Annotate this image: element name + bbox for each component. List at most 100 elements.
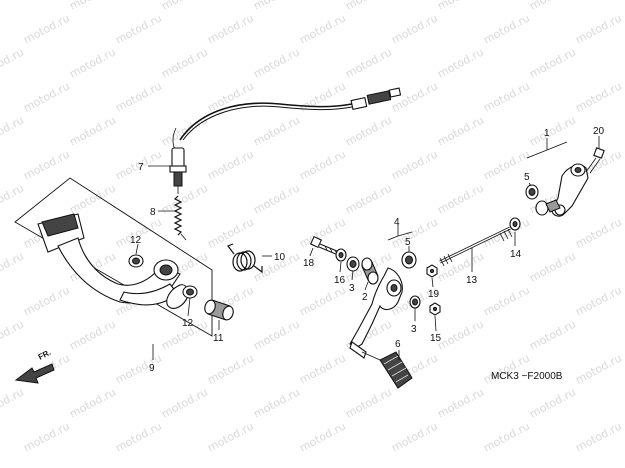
watermark-text: motod.ru [113,419,164,454]
callout-8: 8 [150,207,156,218]
watermark-text: motod.ru [251,45,302,80]
watermark-text: motod.ru [21,11,72,46]
return-spring-10 [227,243,263,274]
watermark-text: motod.ru [435,0,486,13]
nut-19 [426,264,438,278]
watermark-text: motod.ru [343,113,394,148]
bolt-20 [585,147,605,174]
watermark-text: motod.ru [435,113,486,148]
watermark-text: motod.ru [205,419,256,454]
watermark-text: motod.ru [481,283,532,318]
watermark-text: motod.ru [0,113,26,148]
watermark-text: motod.ru [527,249,578,284]
watermark-text: motod.ru [67,385,118,420]
watermark-text: motod.ru [481,11,532,46]
watermark-text: motod.ru [527,0,578,13]
watermark-text: motod.ru [527,317,578,352]
watermark-text: motod.ru [159,45,210,80]
watermark-text: motod.ru [205,79,256,114]
watermark-text: motod.ru [159,0,210,13]
watermark-text: motod.ru [435,249,486,284]
watermark-text: motod.ru [297,283,348,318]
watermark-text: motod.ru [435,385,486,420]
watermark-text: motod.ru [573,11,624,46]
gearshift-pedal-4 [349,267,403,361]
callout-3a: 3 [349,283,355,294]
callout-20: 20 [593,126,605,137]
callout-3b: 3 [411,324,417,335]
callout-15: 15 [430,333,442,344]
watermark-text: motod.ru [159,385,210,420]
spring-8 [173,195,187,241]
watermark-text: motod.ru [481,79,532,114]
watermark-text: motod.ru [0,385,26,420]
watermark-text: motod.ru [527,385,578,420]
callout-7: 7 [138,162,144,173]
nut-15 [429,302,441,316]
watermark-text: motod.ru [527,45,578,80]
watermark-text: motod.ru [297,11,348,46]
brake-pedal-9 [14,177,213,337]
callout-12a: 12 [130,235,142,246]
watermark-text: motod.ru [527,113,578,148]
watermark-text: motod.ru [251,181,302,216]
watermark-text: motod.ru [389,419,440,454]
pivot-collar-11 [204,299,234,321]
watermark-text: motod.ru [389,79,440,114]
watermark-text: motod.ru [67,113,118,148]
callout-13: 13 [466,275,478,286]
callout-4: 4 [394,217,400,228]
nut-14 [509,217,521,231]
watermark-text: motod.ru [0,249,26,284]
watermark-text: motod.ru [0,0,26,13]
pivot-rod-end [535,199,561,216]
callout-10: 10 [274,252,286,263]
callout-6: 6 [395,339,401,350]
watermark-text: motod.ru [67,317,118,352]
callout-18: 18 [303,258,315,269]
watermark-text: motod.ru [205,147,256,182]
watermark-text: motod.ru [297,351,348,386]
callout-12b: 12 [182,318,194,329]
watermark-text: motod.ru [113,79,164,114]
watermark-text: motod.ru [21,79,72,114]
diagram-code: MCK3 −F2000B [491,371,563,382]
callout-19: 19 [428,289,440,300]
callout-9: 9 [149,363,155,374]
dust-seal-5b [401,251,417,269]
watermark-text: motod.ru [21,283,72,318]
washer-16 [335,248,347,262]
callout-16: 16 [334,275,346,286]
watermark-text: motod.ru [343,181,394,216]
callout-labels: FR. MCK3 −F2000B 1 20 5 7 8 4 5 14 12 10… [37,126,605,382]
watermark-text: motod.ru [435,45,486,80]
watermark-text: motod.ru [343,385,394,420]
dust-seal-5a [525,184,539,200]
callout-5a: 5 [524,172,530,183]
collar-12a [128,254,144,268]
watermark-text: motod.ru [297,147,348,182]
watermark-text: motod.ru [67,0,118,13]
watermark-text: motod.ru [435,181,486,216]
watermark-text: motod.ru [251,385,302,420]
watermark-text: motod.ru [0,45,26,80]
callout-2: 2 [362,292,368,303]
watermark-text: motod.ru [389,147,440,182]
watermark-text: motod.ru [0,181,26,216]
leader-lines [135,136,600,360]
callout-5b: 5 [405,237,411,248]
front-direction-arrow [14,363,55,384]
watermark-text: motod.ru [21,419,72,454]
watermark-text: motod.ru [0,317,26,352]
watermark-text: motod.ru [573,351,624,386]
watermark-text: motod.ru [205,351,256,386]
watermark-text: motod.ru [481,215,532,250]
watermark-text: motod.ru [481,419,532,454]
watermark-text: motod.ru [389,11,440,46]
watermark-text: motod.ru [113,11,164,46]
tie-rod-13 [439,226,513,267]
watermark-text: motod.ru [573,79,624,114]
collar-2 [361,257,379,285]
